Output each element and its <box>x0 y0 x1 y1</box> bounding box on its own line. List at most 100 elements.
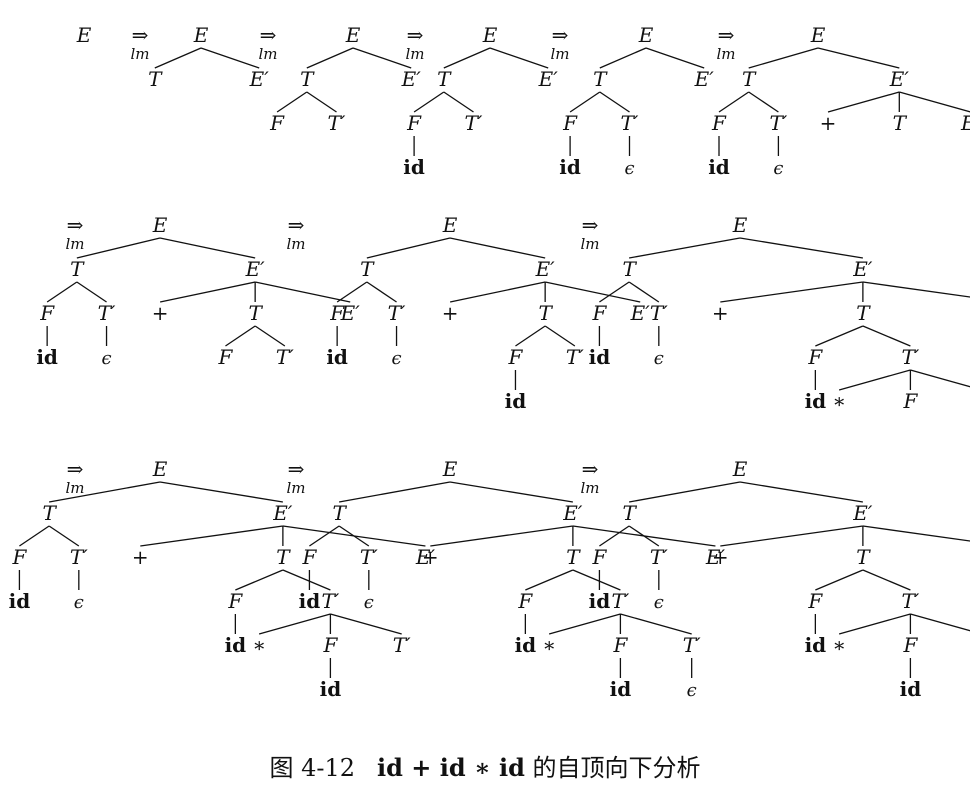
node-e-step-10: E <box>152 457 168 481</box>
tree-edge <box>366 237 451 259</box>
node-star-step-9: ∗ <box>832 389 846 413</box>
node-star-step-10: ∗ <box>252 633 266 657</box>
tree-edge <box>255 281 351 303</box>
node-plus-step-9: + <box>712 301 729 325</box>
node-ep-step-8: E′ <box>630 301 651 325</box>
node-eps-step-7: ϵ <box>101 348 111 369</box>
node-tp-step-7: T′ <box>98 301 116 325</box>
node-id-step-11: id <box>299 589 321 613</box>
node-tp-step-6: T′ <box>769 111 787 135</box>
node-id-step-7: id <box>36 345 58 369</box>
tree-edge <box>599 281 630 303</box>
node-e-step-11: E <box>442 457 458 481</box>
derivation-arrow: ⇒ <box>288 457 305 481</box>
node-ep-step-9: E′ <box>852 257 873 281</box>
node-id-step-8: id <box>505 389 527 413</box>
tree-edge <box>599 47 647 69</box>
derivation-arrow: ⇒ <box>67 213 84 237</box>
node-tp-step-7: T′ <box>276 345 294 369</box>
node-e-step-6: E <box>810 23 826 47</box>
leftmost-subscript: lm <box>286 479 305 497</box>
node-t-step-8: T <box>538 301 553 325</box>
tree-edge <box>159 481 283 503</box>
node-ep-step-10: E′ <box>272 501 293 525</box>
caption-text: 的自顶向下分析 <box>532 754 701 782</box>
node-f-step-9: F <box>591 301 607 325</box>
node-tp-step-10: T′ <box>70 545 88 569</box>
tree-edge <box>548 613 621 635</box>
node-f-step-12: F <box>902 633 918 657</box>
node-f-step-8: F <box>329 301 345 325</box>
tree-edge <box>838 369 911 391</box>
tree-edge <box>489 47 549 69</box>
caption-expression: id + id ∗ id <box>377 753 525 782</box>
node-ep-step-4: E′ <box>538 67 559 91</box>
derivation-arrow: ⇒ <box>67 457 84 481</box>
tree-edge <box>827 91 900 113</box>
node-t-step-7: T <box>248 301 263 325</box>
tree-edge <box>19 525 50 547</box>
tree-edge <box>306 47 354 69</box>
node-f-step-7: F <box>39 301 55 325</box>
node-f-step-6: F <box>711 111 727 135</box>
node-id-step-11: id <box>610 677 632 701</box>
leftmost-subscript: lm <box>716 45 735 63</box>
node-tp-step-8: T′ <box>388 301 406 325</box>
node-ep-step-11: E′ <box>562 501 583 525</box>
node-f-step-11: F <box>612 633 628 657</box>
node-e-step-4: E <box>482 23 498 47</box>
node-eps-step-10: ϵ <box>74 592 84 613</box>
tree-edge <box>258 613 331 635</box>
node-f-step-10: F <box>11 545 27 569</box>
node-f-step-11: F <box>517 589 533 613</box>
node-f-step-4: F <box>406 111 422 135</box>
tree-edge <box>739 481 863 503</box>
tree-edge <box>910 369 970 388</box>
tree-edge <box>200 47 260 69</box>
leftmost-subscript: lm <box>286 235 305 253</box>
node-f-step-3: F <box>269 111 285 135</box>
node-ep-step-10: E′ <box>415 545 436 569</box>
node-t-step-7: T <box>70 257 85 281</box>
leftmost-subscript: lm <box>258 45 277 63</box>
node-id-step-4: id <box>403 155 425 179</box>
node-tp-step-10: T′ <box>393 633 411 657</box>
node-e-step-12: E <box>732 457 748 481</box>
node-ep-step-6: E′ <box>889 67 910 91</box>
tree-edge <box>76 237 161 259</box>
node-plus-step-12: + <box>712 545 729 569</box>
tree-edge <box>76 281 107 303</box>
leftmost-subscript: lm <box>580 235 599 253</box>
tree-edge <box>748 47 819 69</box>
derivation-arrow: ⇒ <box>260 23 277 47</box>
node-tp-step-3: T′ <box>328 111 346 135</box>
node-star-step-11: ∗ <box>542 633 556 657</box>
node-ep-step-7: E′ <box>340 301 361 325</box>
tree-edge <box>910 613 970 632</box>
derivation-arrow: ⇒ <box>132 23 149 47</box>
node-star-step-12: ∗ <box>832 633 846 657</box>
node-eps-step-11: ϵ <box>364 592 374 613</box>
node-eps-step-11: ϵ <box>687 680 697 701</box>
node-t-step-3: T <box>300 67 315 91</box>
derivation-arrow: ⇒ <box>407 23 424 47</box>
node-t-step-9: T <box>622 257 637 281</box>
leftmost-subscript: lm <box>405 45 424 63</box>
node-t-step-11: T <box>332 501 347 525</box>
tree-edge <box>515 325 546 347</box>
node-plus-step-10: + <box>132 545 149 569</box>
node-t-step-9: T <box>856 301 871 325</box>
tree-edge <box>817 47 900 69</box>
tree-edge <box>572 569 621 591</box>
derivation-arrow: ⇒ <box>552 23 569 47</box>
node-e-step-3: E <box>345 23 361 47</box>
tree-edge <box>159 237 256 259</box>
node-f-step-7: F <box>218 345 234 369</box>
tree-edge <box>336 281 368 303</box>
derivation-arrow: ⇒ <box>718 23 735 47</box>
node-t-step-2: T <box>148 67 163 91</box>
tree-edge <box>739 237 863 259</box>
tree-edge <box>154 47 202 69</box>
